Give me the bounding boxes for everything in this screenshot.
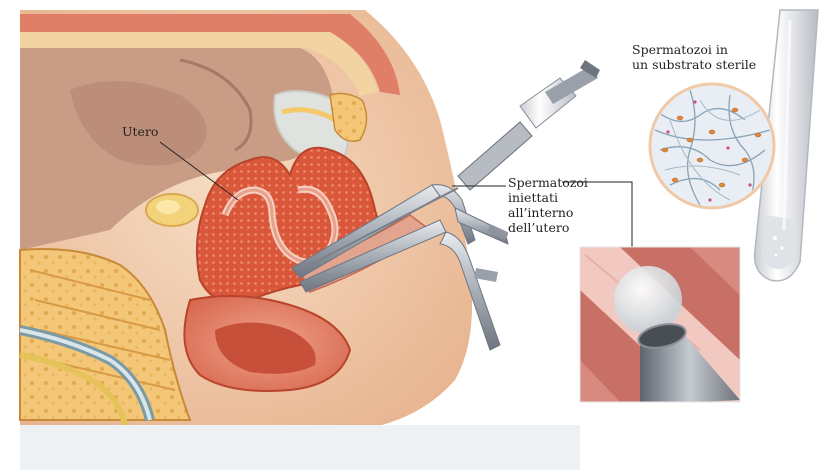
substrate-label-line-2: un substrato sterile [632, 57, 756, 72]
injected-label-line-3: all’interno [508, 205, 588, 220]
sperm-substrate-magnified [650, 84, 774, 208]
injected-label-line-4: dell’utero [508, 220, 588, 235]
substrate-label-line-1: Spermatozoi in [632, 42, 756, 57]
catheter-inset [580, 247, 740, 402]
uterus-label-text: Utero [122, 124, 158, 139]
injected-label-line-1: Spermatozoi [508, 175, 588, 190]
substrate-label: Spermatozoi in un substrato sterile [632, 42, 756, 72]
uterus-label: Utero [122, 124, 158, 139]
pelvis-cross-section [20, 10, 580, 470]
injected-label-line-2: iniettati [508, 190, 588, 205]
injected-sperm-label: Spermatozoi iniettati all’interno dell’u… [508, 175, 588, 235]
